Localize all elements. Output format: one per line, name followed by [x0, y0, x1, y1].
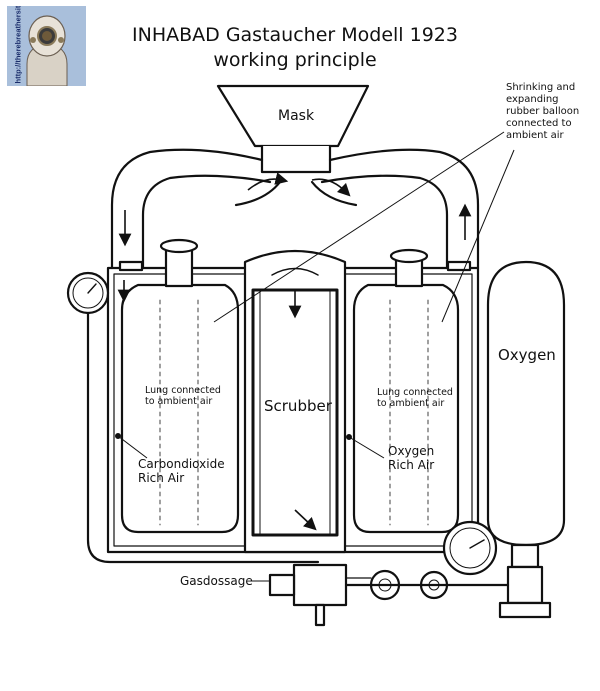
therebreathersite-logo: http://therebreathersite.nl — [7, 6, 86, 86]
oxygen-label: Oxygen — [498, 346, 556, 364]
mask-stem — [260, 144, 332, 174]
mask-bowl — [216, 84, 370, 148]
dosage-valve-body — [292, 563, 348, 607]
callout-co2 — [117, 435, 148, 459]
hose-left-outer — [110, 148, 264, 270]
lung-cap-right — [389, 248, 429, 264]
callout-balloon-left — [213, 131, 505, 323]
oxygen-valve-base — [498, 601, 552, 619]
lung-bag-left — [120, 283, 240, 534]
diver-helmet-icon — [7, 6, 86, 86]
oxygen-valve-body — [506, 565, 544, 605]
dosage-valve-stem — [314, 603, 326, 627]
callout-oxygen-air — [348, 436, 385, 459]
top-valve-right — [446, 260, 472, 272]
lung-left-label: Lung connected to ambient air — [145, 385, 221, 408]
hose-right-outer — [328, 148, 480, 270]
co2-air-label: Carbondioxide Rich Air — [138, 457, 225, 486]
diagram-subtitle: working principle — [213, 49, 377, 71]
gauge-line-left — [86, 311, 320, 564]
hose-left-inner — [141, 174, 272, 270]
dosage-valve-stub — [268, 573, 296, 597]
hose-center-left — [234, 180, 282, 207]
oxygen-cylinder — [486, 260, 566, 547]
oxygen-air-label: Oxygen Rich Air — [388, 444, 435, 473]
diagram-title: INHABAD Gastaucher Modell 1923 — [132, 24, 458, 46]
oxygen-valve-neck — [510, 543, 540, 569]
mask-label: Mask — [278, 108, 315, 124]
top-valve-left — [118, 260, 144, 272]
lung-bag-right — [352, 283, 460, 534]
lung-right-label: Lung connected to ambient air — [377, 387, 453, 410]
hose-right-inner — [320, 174, 449, 270]
lung-cap-left — [159, 238, 199, 254]
scrubber-canister — [251, 288, 339, 537]
balloon-note: Shrinking and expanding rubber balloon c… — [506, 82, 580, 141]
gasdossage-label: Gasdossage — [180, 574, 253, 588]
hose-center-right — [310, 180, 358, 207]
scrubber-label: Scrubber — [264, 397, 332, 415]
callout-balloon-right — [441, 149, 515, 323]
